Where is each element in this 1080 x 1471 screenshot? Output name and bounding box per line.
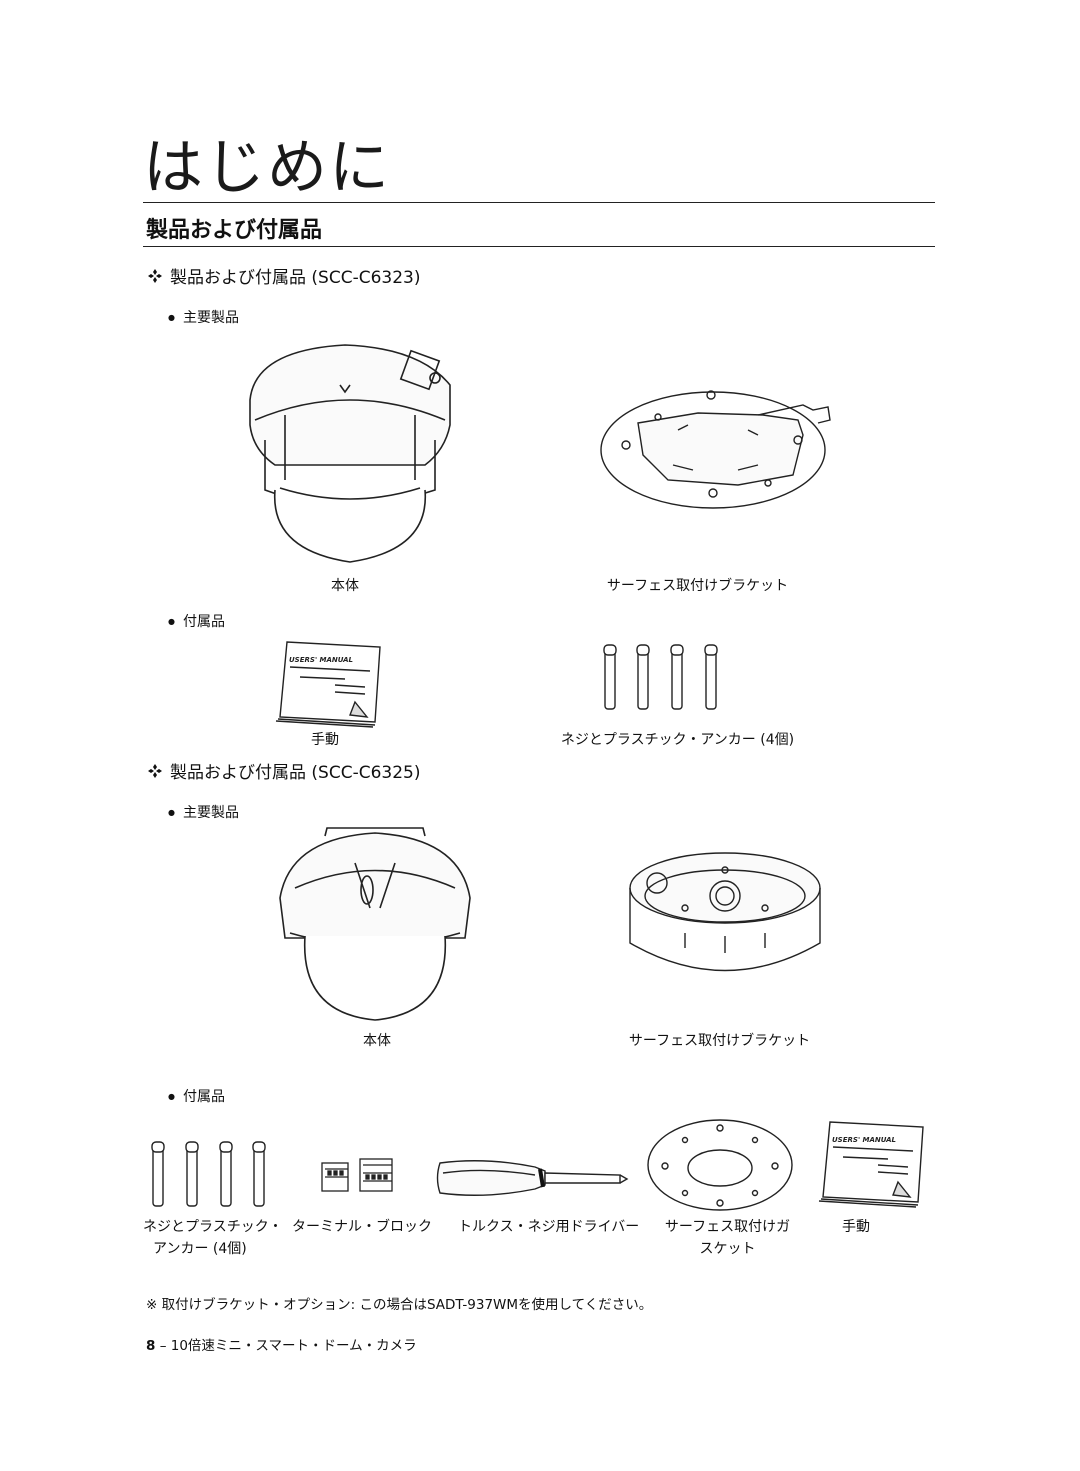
manual-a-cover-text: USERS' MANUAL <box>289 656 354 664</box>
model-a-heading-text: 製品および付属品 (SCC-C6323) <box>170 268 421 288</box>
caption-line: ネジとプラスチック・ <box>143 1219 283 1235</box>
model-b-acc-caption-terminal: ターミナル・ブロック <box>292 1219 432 1235</box>
option-note: ※ 取付けブラケット・オプション: この場合はSADT-937WMを使用してくだ… <box>146 1297 653 1313</box>
chapter-title: はじめに <box>143 133 391 203</box>
screws-anchors-b-image <box>150 1140 275 1214</box>
model-b-heading: 製品および付属品 (SCC-C6325) <box>148 761 420 785</box>
torx-screwdriver-image <box>435 1155 630 1204</box>
model-a-acc-label: 付属品 <box>168 612 225 634</box>
surface-backbox-b-image <box>625 848 825 992</box>
screws-anchors-a-image <box>600 643 725 717</box>
section-title: 製品および付属品 <box>146 218 323 243</box>
model-a-acc-caption-screws: ネジとプラスチック・アンカー (4個) <box>560 732 795 748</box>
model-b-acc-caption-manual: 手動 <box>842 1219 870 1235</box>
diamond-bullet-icon <box>148 761 164 785</box>
terminal-blocks-image <box>320 1155 395 1204</box>
model-a-main-label: 主要製品 <box>168 308 239 330</box>
users-manual-a-image: USERS' MANUAL <box>275 637 385 731</box>
users-manual-b-image: USERS' MANUAL <box>818 1117 928 1211</box>
page-number: 8 <box>146 1338 156 1354</box>
model-b-main-label: 主要製品 <box>168 803 239 825</box>
model-a-main-caption-body: 本体 <box>331 578 359 594</box>
model-b-acc-caption-driver: トルクス・ネジ用ドライバー <box>458 1219 640 1235</box>
model-b-acc-label: 付属品 <box>168 1087 225 1109</box>
caption-line: スケット <box>699 1241 756 1257</box>
model-a-acc-caption-manual: 手動 <box>311 732 339 748</box>
caption-line: サーフェス取付けガ <box>664 1219 791 1235</box>
model-a-main-caption-bracket: サーフェス取付けブラケット <box>606 578 789 594</box>
chapter-rule <box>143 202 935 203</box>
section-rule <box>143 246 935 247</box>
surface-bracket-a-image <box>598 375 838 514</box>
dome-camera-a-image <box>245 340 455 569</box>
surface-gasket-image <box>645 1118 795 1217</box>
model-b-main-caption-body: 本体 <box>363 1033 391 1049</box>
model-b-main-caption-bracket: サーフェス取付けブラケット <box>628 1033 811 1049</box>
model-b-acc-caption-gasket: サーフェス取付けガ スケット <box>655 1216 800 1260</box>
page-footer: 8 – 10倍速ミニ・スマート・ドーム・カメラ <box>146 1336 417 1356</box>
dome-camera-b-image <box>275 827 475 1027</box>
manual-b-cover-text: USERS' MANUAL <box>832 1136 897 1144</box>
diamond-bullet-icon <box>148 266 164 290</box>
model-a-heading: 製品および付属品 (SCC-C6323) <box>148 266 420 290</box>
model-b-heading-text: 製品および付属品 (SCC-C6325) <box>170 763 421 783</box>
caption-line: アンカー (4個) <box>153 1241 247 1257</box>
footer-text: – 10倍速ミニ・スマート・ドーム・カメラ <box>159 1338 417 1354</box>
model-b-acc-caption-screws: ネジとプラスチック・ アンカー (4個) <box>143 1216 283 1260</box>
